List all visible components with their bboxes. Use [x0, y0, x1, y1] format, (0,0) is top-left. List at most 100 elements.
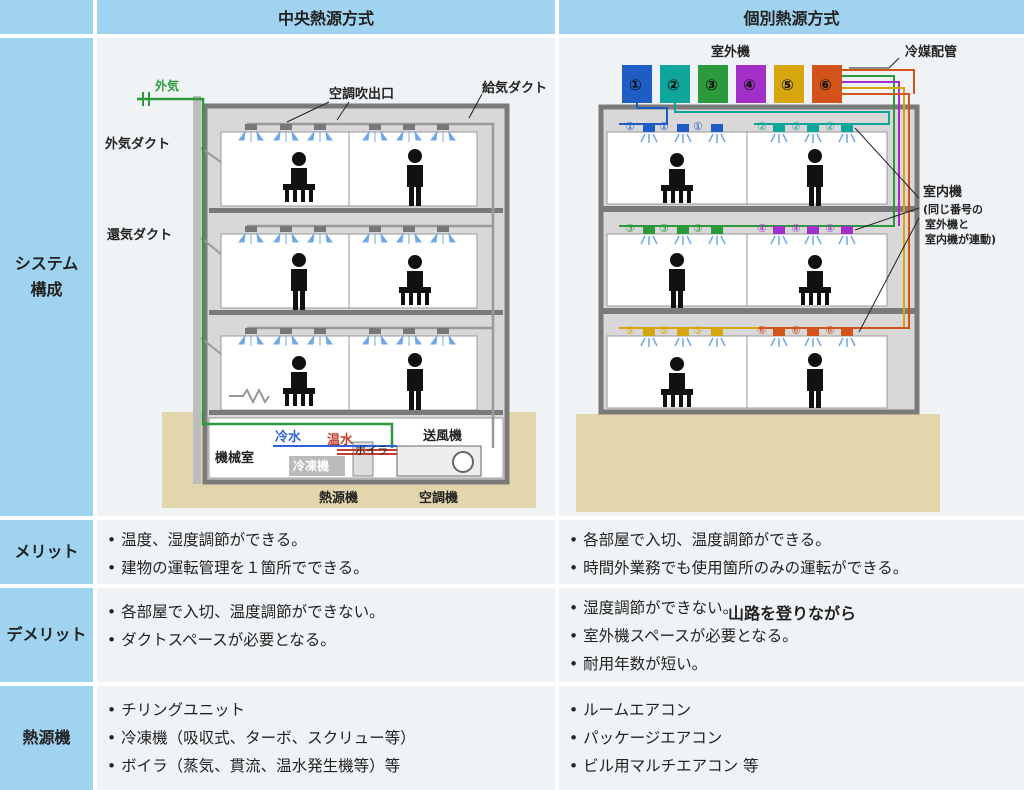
outdoor-number-4: ④	[743, 76, 756, 94]
label-outside-duct: 外気ダクト	[104, 136, 170, 152]
person-seated	[399, 255, 431, 305]
label-chiller: 冷凍機	[293, 458, 329, 473]
indoor-units	[643, 124, 853, 336]
outdoor-number-3: ③	[705, 76, 718, 94]
central-diagram-cell: 外気 空調吹出口 給気ダクト 外気ダクト 還気ダクト 機械室 冷水 温水 ボイラ…	[97, 38, 555, 516]
outdoor-number-1: ①	[629, 76, 642, 94]
heat-individual-item: ビル用マルチエアコン 等	[569, 752, 1024, 780]
heat-central: チリングユニット冷凍機（吸収式、ターボ、スクリュー等）ボイラ（蒸気、貫流、温水発…	[97, 686, 555, 790]
indoor-leaders	[849, 57, 920, 333]
person-seated	[283, 356, 315, 406]
indoor-number-2c: ②	[825, 120, 835, 133]
chiller-unit	[289, 456, 345, 476]
demerit-individual-item: 耐用年数が短い。	[569, 650, 1024, 678]
indoor-number-2a: ②	[757, 120, 767, 133]
indoor-note-line-1: (同じ番号の	[923, 202, 983, 216]
water-pipes	[273, 445, 397, 455]
airflow-marks	[640, 133, 856, 347]
demerit-individual: 湿度調節ができない。室外機スペースが必要となる。耐用年数が短い。	[559, 588, 1024, 682]
label-outdoor-unit: 室外機	[711, 44, 750, 60]
label-outlet: 空調吹出口	[329, 86, 394, 102]
outlet-leader	[286, 101, 350, 123]
header-individual: 個別熱源方式	[559, 0, 1024, 34]
slabs	[603, 206, 915, 314]
person-seated	[283, 152, 315, 202]
indoor-number-1a: ①	[625, 120, 635, 133]
label-blower: 送風機	[422, 428, 462, 444]
indoor-number-3b: ③	[659, 222, 669, 235]
outside-air-pipe	[137, 97, 394, 448]
indoor-note-line-2: 室外機と	[925, 217, 969, 231]
demerit-central-item: ダクトスペースが必要となる。	[107, 626, 555, 654]
outdoor-number-6: ⑥	[819, 76, 832, 94]
outdoor-unit-6[interactable]	[812, 65, 842, 103]
person-seated	[661, 357, 693, 407]
overlay-text: 山路を登りながら	[728, 604, 857, 623]
outdoor-unit-5[interactable]	[774, 65, 804, 103]
indoor-number-5c: ⑤	[693, 324, 703, 337]
indoor-number-6b: ⑥	[791, 324, 801, 337]
outdoor-unit-3[interactable]	[698, 65, 728, 103]
person-standing	[669, 253, 685, 308]
demerit-individual-item: 室外機スペースが必要となる。	[569, 622, 1024, 650]
merit-central: 温度、湿度調節ができる。建物の運転管理を１箇所でできる。	[97, 520, 555, 584]
outdoor-number-2: ②	[667, 76, 680, 94]
person-standing	[807, 149, 823, 206]
heat-central-item: ボイラ（蒸気、貫流、温水発生機等）等	[107, 752, 555, 780]
individual-diagram-cell: ① ② ③ ④ ⑤ ⑥	[559, 38, 1024, 516]
label-return-duct: 還気ダクト	[107, 227, 172, 243]
indoor-number-1c: ①	[693, 120, 703, 133]
indoor-number-1b: ①	[659, 120, 669, 133]
floor-2	[209, 233, 503, 315]
merit-individual: 各部屋で入切、温度調節ができる。時間外業務でも使用箇所のみの運転ができる。	[559, 520, 1024, 584]
person-standing	[407, 149, 423, 206]
header-central: 中央熱源方式	[97, 0, 555, 34]
indoor-number-3a: ③	[625, 222, 635, 235]
label-boiler: ボイラ	[355, 444, 388, 457]
row-label-system: システム 構成	[0, 38, 93, 516]
ground	[576, 414, 940, 512]
outdoor-unit-2[interactable]	[660, 65, 690, 103]
person-seated	[661, 153, 693, 203]
demerit-central-item: 各部屋で入切、温度調節ができない。	[107, 598, 555, 626]
indoor-numbers: ① ① ① ② ② ② ③ ③ ③ ④ ④ ④ ⑤ ⑤ ⑤ ⑥ ⑥ ⑥	[625, 120, 835, 337]
label-heat-source: 熱源機	[319, 490, 358, 506]
indoor-number-2b: ②	[791, 120, 801, 133]
merit-central-item: 建物の運転管理を１箇所でできる。	[107, 554, 555, 582]
outdoor-unit-4[interactable]	[736, 65, 766, 103]
people	[283, 149, 431, 410]
return-ducts	[200, 147, 222, 355]
merit-central-item: 温度、湿度調節ができる。	[107, 526, 555, 554]
merit-individual-item: 各部屋で入切、温度調節ができる。	[569, 526, 1024, 554]
outdoor-unit-1[interactable]	[622, 65, 652, 103]
person-standing	[407, 353, 423, 410]
person-standing	[291, 253, 307, 310]
indoor-number-5a: ⑤	[625, 324, 635, 337]
supply-leader	[468, 93, 483, 119]
indoor-number-3c: ③	[693, 222, 703, 235]
individual-diagram: ① ② ③ ④ ⑤ ⑥	[576, 44, 996, 512]
row-label-demerit: デメリット	[0, 588, 93, 682]
heat-individual-item: ルームエアコン	[569, 696, 1024, 724]
label-refrigerant-pipe: 冷媒配管	[905, 44, 957, 60]
label-chilled-water: 冷水	[275, 429, 302, 445]
blower-fan	[452, 451, 474, 473]
person-standing	[807, 353, 823, 408]
outdoor-units[interactable]: ① ② ③ ④ ⑤ ⑥	[622, 65, 842, 103]
demerit-central: 各部屋で入切、温度調節ができない。ダクトスペースが必要となる。	[97, 588, 555, 682]
header-corner	[0, 0, 93, 34]
heat-central-item: チリングユニット	[107, 696, 555, 724]
indoor-number-4c: ④	[825, 222, 835, 235]
person-seated	[799, 255, 831, 305]
outside-air-damper	[142, 92, 150, 106]
label-supply-duct: 給気ダクト	[482, 80, 547, 96]
outdoor-number-5: ⑤	[781, 76, 794, 94]
label-indoor-unit: 室内機	[923, 184, 962, 200]
label-ahu: 空調機	[419, 490, 458, 506]
indoor-note-line-3: 室内機が連動)	[925, 232, 996, 246]
merit-individual-item: 時間外業務でも使用箇所のみの運転ができる。	[569, 554, 1024, 582]
indoor-number-6c: ⑥	[825, 324, 835, 337]
label-machine-room: 機械室	[215, 450, 254, 466]
label-outside-air: 外気	[155, 78, 179, 93]
exhaust-damper	[229, 387, 270, 405]
